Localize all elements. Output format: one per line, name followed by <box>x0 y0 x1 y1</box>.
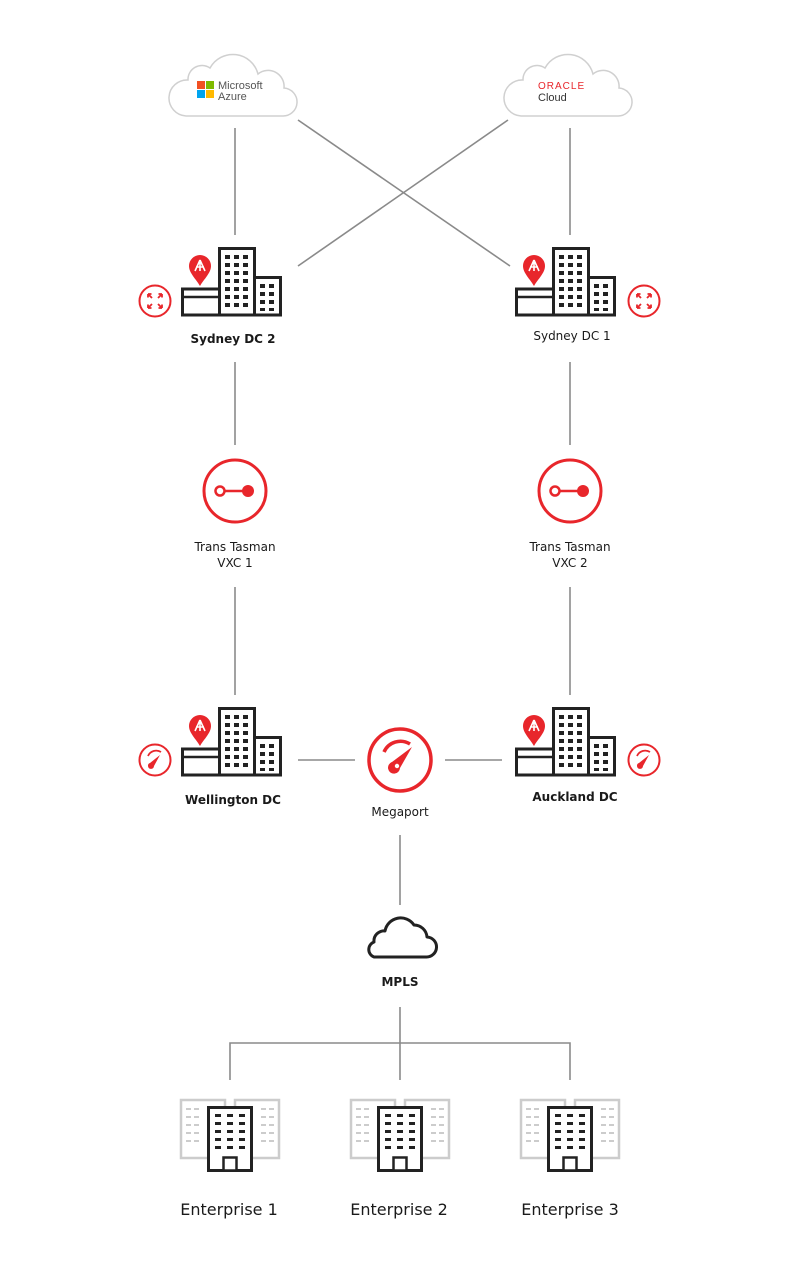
sydney-dc1-label: Sydney DC 1 <box>533 329 610 343</box>
datacenter-building-icon <box>181 247 282 317</box>
wellington-dc-node[interactable]: Wellington DC <box>138 707 282 808</box>
enterprise-building-icon <box>179 1098 281 1172</box>
enterprise-2-label: Enterprise 2 <box>350 1200 448 1219</box>
link-mpls-enterprises <box>229 1007 571 1080</box>
vxc2-label-line2: VXC 2 <box>552 556 587 570</box>
enterprise-3-node[interactable]: Enterprise 3 <box>519 1098 621 1219</box>
datacenter-building-icon <box>181 707 282 777</box>
megaport-speedometer-icon <box>367 727 433 793</box>
azure-label-line1: Microsoft <box>218 80 263 92</box>
azure-cloud[interactable]: Microsoft Azure <box>168 53 298 117</box>
auckland-dc-label: Auckland DC <box>532 790 617 804</box>
vxc1-label-line1: Trans Tasman <box>193 540 275 554</box>
azure-label-line2: Azure <box>218 91 247 103</box>
link-oracle-sydney-dc2 <box>297 119 509 267</box>
enterprise-building-icon <box>349 1098 451 1172</box>
megaport-node[interactable]: Megaport <box>367 727 433 819</box>
enterprise-1-node[interactable]: Enterprise 1 <box>179 1098 281 1219</box>
enterprise-3-label: Enterprise 3 <box>521 1200 619 1219</box>
datacenter-building-icon <box>515 707 616 777</box>
vxc1-label-line2: VXC 1 <box>217 556 252 570</box>
datacenter-building-icon <box>515 247 616 317</box>
cloud-router-icon <box>627 284 661 318</box>
mpls-cloud-icon <box>367 916 438 959</box>
oracle-label-line2: Cloud <box>538 92 567 104</box>
enterprise-1-label: Enterprise 1 <box>180 1200 278 1219</box>
links <box>229 119 571 1080</box>
vxc1-node[interactable]: Trans Tasman VXC 1 <box>193 458 276 570</box>
enterprise-building-icon <box>519 1098 621 1172</box>
wellington-dc-label: Wellington DC <box>185 793 281 807</box>
vxc2-label-line1: Trans Tasman <box>528 540 610 554</box>
microsoft-logo-icon <box>197 81 214 98</box>
auckland-dc-node[interactable]: Auckland DC <box>515 707 661 805</box>
sydney-dc1-node[interactable]: Sydney DC 1 <box>515 247 661 344</box>
sydney-dc2-node[interactable]: Sydney DC 2 <box>138 247 282 347</box>
cloud-router-icon <box>138 284 172 318</box>
oracle-logo: ORACLE <box>538 81 585 92</box>
speedometer-icon <box>138 743 172 777</box>
enterprise-2-node[interactable]: Enterprise 2 <box>349 1098 451 1219</box>
mpls-node[interactable]: MPLS <box>367 916 438 989</box>
megaport-label: Megaport <box>371 805 429 819</box>
vxc-icon <box>202 458 268 524</box>
speedometer-icon <box>627 743 661 777</box>
mpls-label: MPLS <box>381 975 418 989</box>
sydney-dc2-label: Sydney DC 2 <box>190 332 275 346</box>
vxc-icon <box>537 458 603 524</box>
oracle-cloud[interactable]: ORACLE Cloud <box>503 53 633 117</box>
vxc2-node[interactable]: Trans Tasman VXC 2 <box>528 458 611 570</box>
